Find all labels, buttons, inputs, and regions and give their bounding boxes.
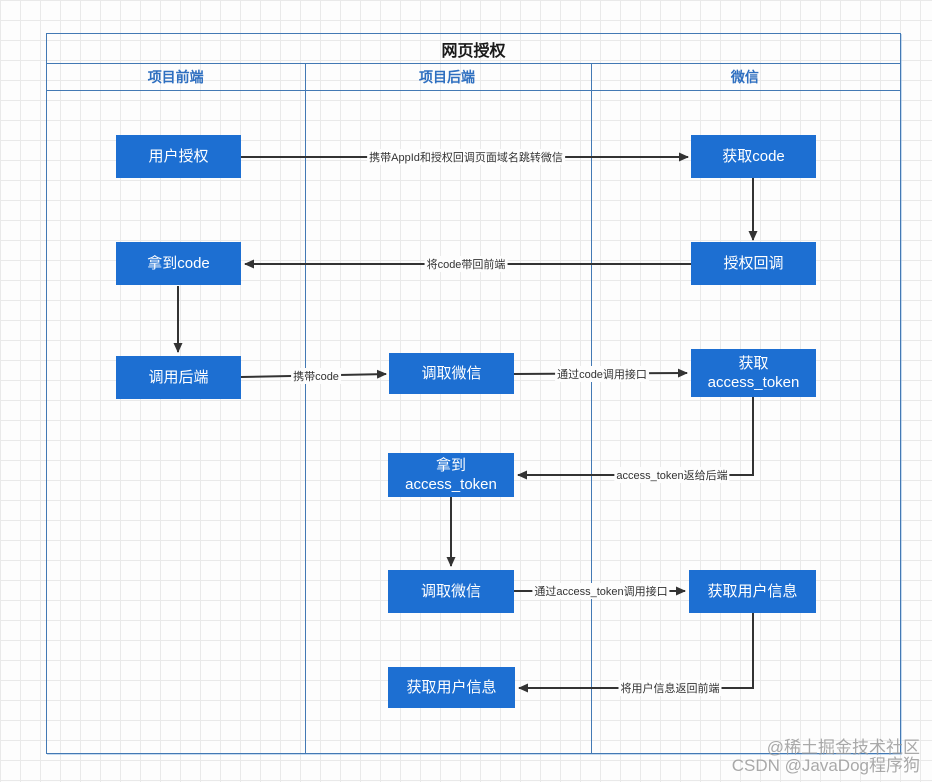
diagram-title: 网页授权 [47, 34, 900, 64]
edge-label-carry-appid: 携带AppId和授权回调页面域名跳转微信 [367, 149, 565, 165]
edge-label-token-back-to-backend: access_token返给后端 [614, 467, 730, 483]
node-call-backend: 调用后端 [116, 356, 241, 399]
watermark: @稀土掘金技术社区 CSDN @JavaDog程序狗 [732, 739, 920, 775]
edge-label-userinfo-back-to-frontend: 将用户信息返回前端 [618, 680, 722, 696]
node-get-code: 获取code [691, 135, 816, 178]
node-have-code: 拿到code [116, 242, 241, 285]
node-call-wechat-2: 调取微信 [388, 570, 514, 613]
node-call-wechat-1: 调取微信 [389, 353, 514, 394]
edge-label-call-api-with-code: 通过code调用接口 [555, 366, 649, 382]
edge-label-carry-code: 携带code [291, 368, 341, 384]
node-get-access-token: 获取 access_token [691, 349, 816, 397]
lane-header-backend: 项目后端 [419, 69, 476, 85]
node-user-auth: 用户授权 [116, 135, 241, 178]
lane-header-frontend: 项目前端 [147, 69, 204, 85]
lane-divider [305, 64, 306, 753]
node-get-user-info-backend: 获取用户信息 [388, 667, 515, 708]
node-have-access-token: 拿到 access_token [388, 453, 514, 497]
watermark-line-2: CSDN @JavaDog程序狗 [731, 756, 920, 775]
node-auth-callback: 授权回调 [691, 242, 816, 285]
lane-header-wechat: 微信 [730, 69, 759, 85]
lane-divider [591, 64, 592, 753]
edge-label-call-api-with-token: 通过access_token调用接口 [532, 583, 670, 599]
edge-label-code-back-to-frontend: 将code带回前端 [424, 256, 508, 272]
lane-header-row: 项目前端 项目后端 微信 [47, 64, 900, 91]
node-get-user-info-wechat: 获取用户信息 [689, 570, 816, 613]
watermark-line-1: @稀土掘金技术社区 [766, 738, 920, 757]
